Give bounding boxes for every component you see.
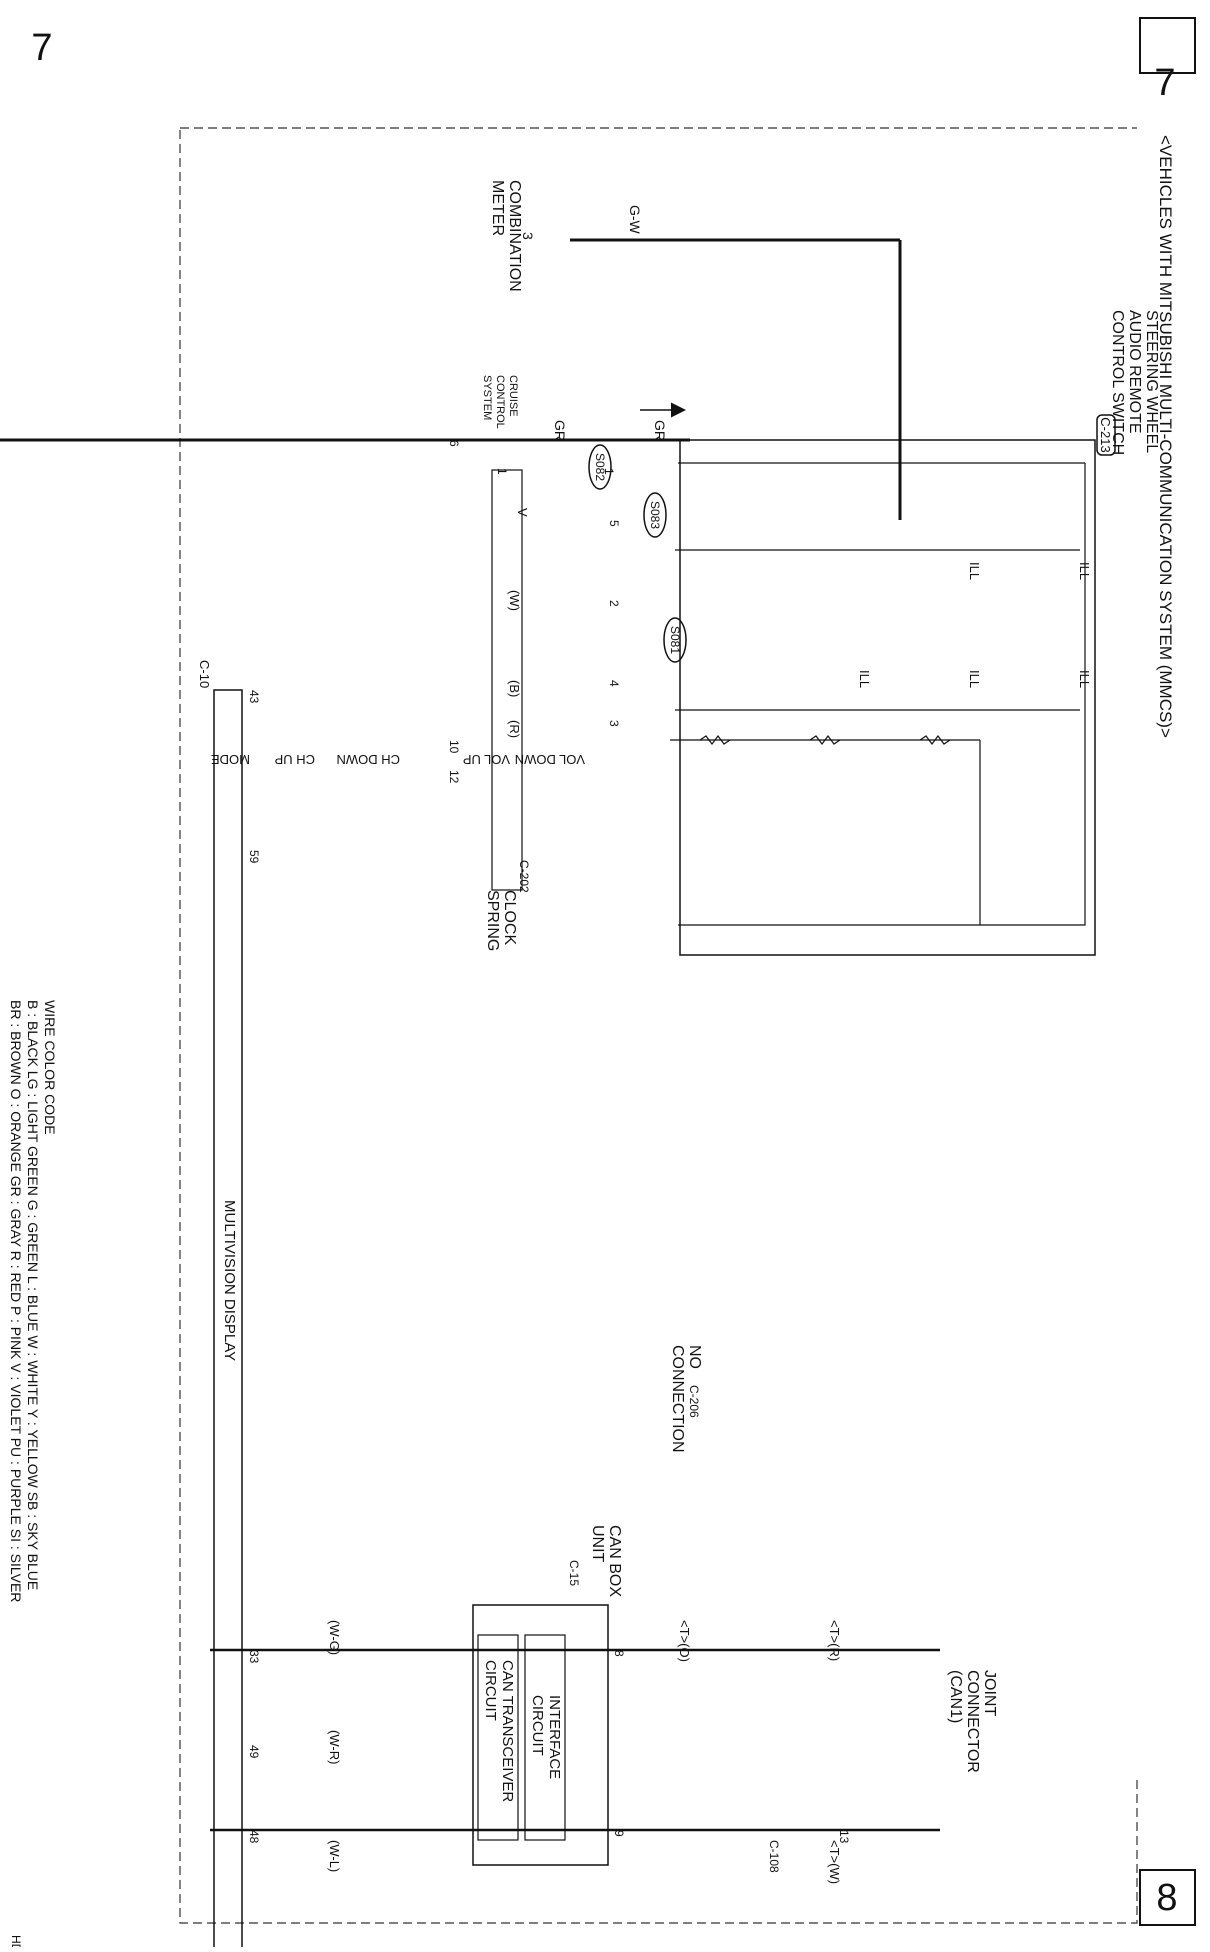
splice-s082-label: S082 [593,453,607,481]
c213-tag [1096,414,1116,456]
splice-s081 [663,617,687,663]
pin-1: 1 [495,468,509,475]
wire-label-gr-1: GR [652,420,668,441]
pin-10: 10 [447,740,461,754]
page-prev-box [1139,17,1196,74]
cruise-control-label: CRUISE CONTROL SYSTEM [481,375,519,431]
page-prev-number: 7 [1154,62,1175,104]
wire-label-gr-2: GR [552,420,568,441]
wire-label-w-g: (W-G) [327,1620,342,1655]
splice-s082 [588,444,612,490]
page-next-number: 8 [1156,1877,1177,1919]
interface-circuit-label: INTERFACE CIRCUIT [529,1695,563,1783]
switch-mode: MODE [211,752,250,767]
switch-ch-up: CH UP [275,752,315,767]
pin-43: 43 [247,690,261,704]
steering-switch-label: STEERING WHEEL AUDIO REMOTE CONTROL SWIT… [1109,310,1160,457]
no-connection-label: NO CONNECTION [669,1345,703,1453]
wire-label-t-r: <T>(R) [827,1620,842,1661]
meter-pin-3: 3 [520,232,536,240]
wire-label-w: (W) [507,590,522,611]
clock-spring-label: CLOCK SPRING [484,890,518,951]
legend-line-2: BR : BROWN O : ORANGE GR : GRAY R : RED … [8,1000,24,1602]
can-box-label: CAN BOX UNIT [589,1525,623,1601]
combination-meter-label: COMBINATION METER [489,180,523,296]
splice-s083-label: S083 [648,501,662,529]
pin-59: 59 [247,850,261,864]
wire-label-g-w: G-W [627,205,643,235]
clock-spring-box [491,469,523,891]
ill-label-1: ILL [1077,562,1092,580]
system-boundary [179,127,1138,1924]
switch-vol-up: VOL UP [463,752,510,767]
ill-label-4: ILL [967,670,982,688]
wire-label-w-l: (W-L) [327,1840,342,1872]
joint-connector-label: JOINT CONNECTOR (CAN1) [947,1670,998,1777]
legend-title: WIRE COLOR CODE [42,1000,58,1135]
pin-9: 9 [612,1830,626,1837]
wire-label-t-o: <T>(O) [677,1620,692,1662]
wire-label-r: (R) [507,720,522,738]
pin-49: 49 [247,1745,261,1759]
multivision-display-box [213,689,243,1952]
switch-resistor-ladder [699,735,951,745]
ill-label-5: ILL [857,670,872,688]
c108-tag: C-108 [767,1840,781,1873]
c10-tag: C-10 [197,660,212,688]
system-title: <VEHICLES WITH MITSUBISHI MULTI-COMMUNIC… [1156,135,1175,738]
pin-48: 48 [247,1830,261,1844]
can-transceiver-label: CAN TRANSCEIVER CIRCUIT [482,1660,516,1806]
pin-6: 6 [447,440,461,447]
pin-4: 4 [607,680,621,687]
pin-3: 3 [607,720,621,727]
pin-2: 2 [607,600,621,607]
multivision-display-label: MULTIVISION DISPLAY [221,1200,238,1361]
pin-13: 13 [837,1830,851,1844]
c213-tag-label: C-213 [1098,417,1113,452]
c206-tag: C-206 [687,1385,701,1418]
wire-label-w-r: (W-R) [327,1730,342,1764]
can-box-unit [472,1604,609,1866]
page-prev-number-upright: 7 [31,27,52,69]
switch-ch-down: CH DOWN [336,752,400,767]
can-wires [210,1648,940,1832]
pin-12: 12 [447,770,461,784]
legend-line-1: B : BLACK LG : LIGHT GREEN G : GREEN L :… [25,1000,41,1590]
can-transceiver-box [477,1634,519,1841]
ill-label-2: ILL [967,562,982,580]
splice-s083 [643,492,667,538]
page-next-box [1139,1869,1196,1926]
pin-8: 8 [612,1650,626,1657]
doc-code: HDH15M360C [9,1935,23,1947]
splice-s081-label: S081 [668,626,682,654]
steering-switch-box [679,439,1096,956]
wire-label-b: (B) [507,680,522,697]
wire-label-t-w: <T>(W) [827,1840,842,1884]
ill-label-3: ILL [1077,670,1092,688]
switch-vol-down: VOL DOWN [515,752,585,767]
c15-tag: C-15 [567,1560,581,1586]
c202-tag: C-202 [517,860,531,893]
interface-circuit-box [524,1634,566,1841]
diagram-rotated: 7 <VEHICLES WITH MITSUBISHI MULTI-COMMUN… [0,62,1176,1952]
pin-33: 33 [247,1650,261,1664]
illumination-leds: ILL ILL ILL ILL ILL [857,562,1092,688]
pin-1b: 1 [602,468,616,475]
pin-5: 5 [607,520,621,527]
